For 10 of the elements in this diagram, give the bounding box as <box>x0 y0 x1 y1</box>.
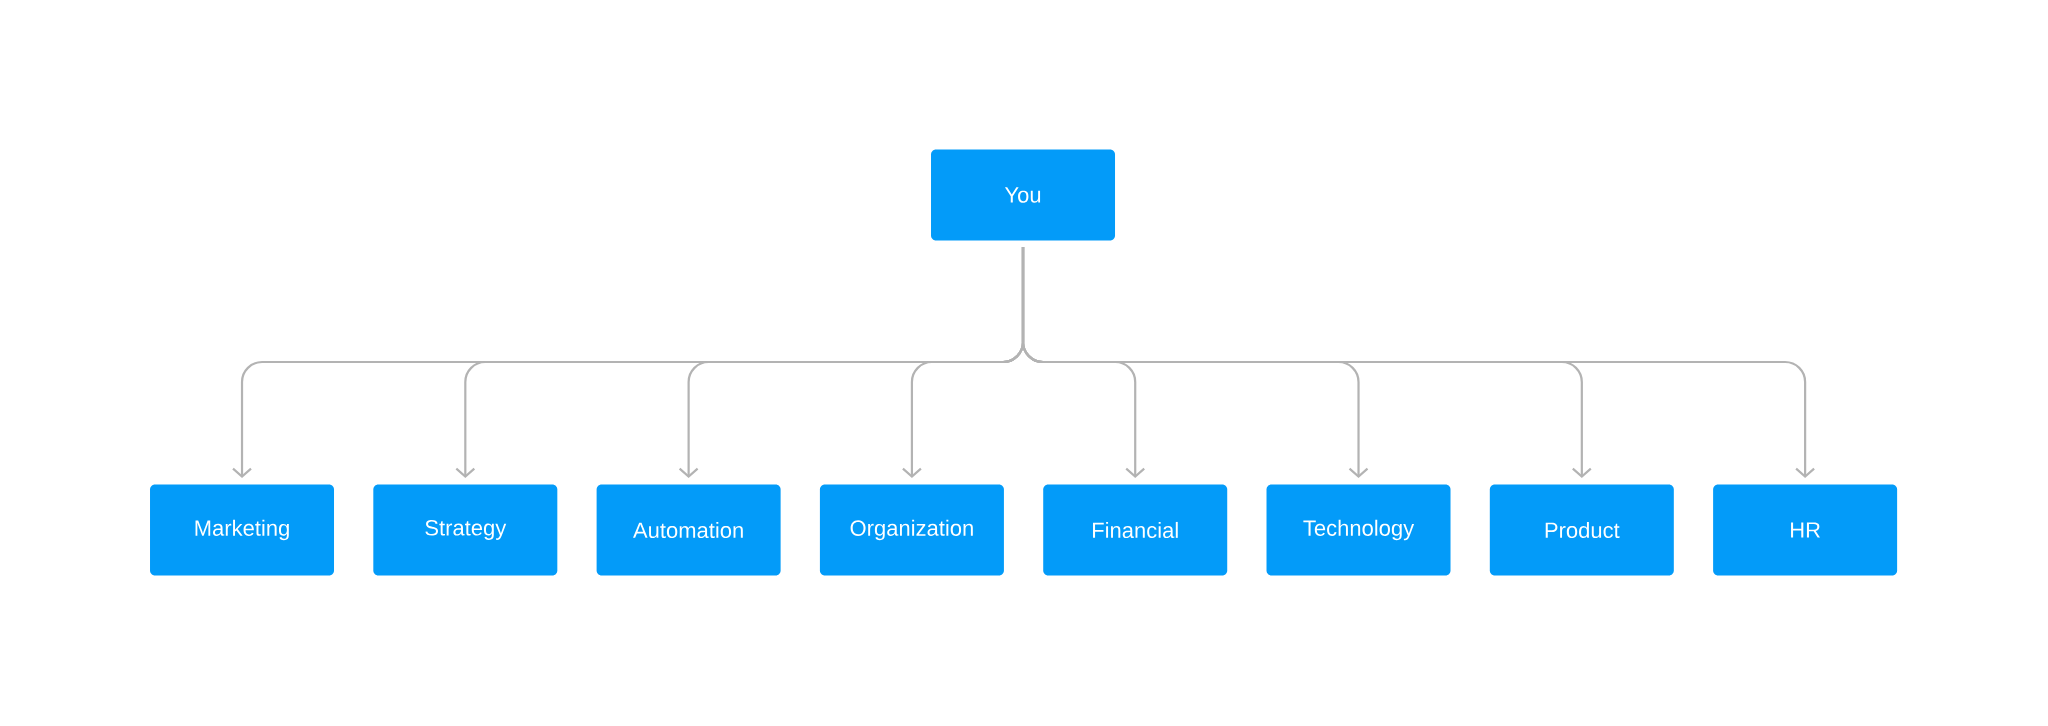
child-box: Organization <box>819 484 1004 576</box>
child-box: Financial <box>1043 484 1228 576</box>
child-box: Technology <box>1266 484 1451 576</box>
child-box: Marketing <box>150 484 334 576</box>
arrow <box>1021 246 1815 479</box>
child-box: Strategy <box>373 484 558 576</box>
child-box: Product <box>1489 484 1674 576</box>
child-box: HR <box>1713 484 1898 576</box>
root-box: You <box>931 149 1115 241</box>
child-box: Automation <box>596 484 781 576</box>
